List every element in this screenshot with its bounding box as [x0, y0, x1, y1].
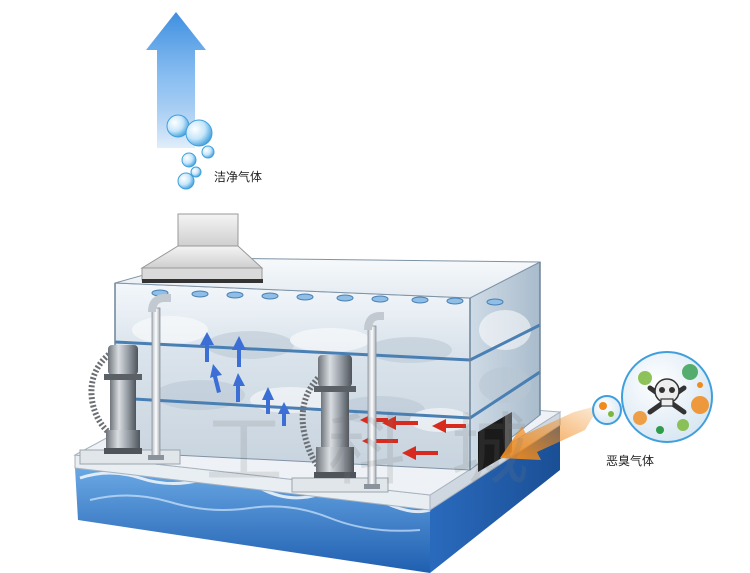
- bubble-icon: [166, 114, 215, 190]
- odor-gas-arrow: [500, 405, 600, 460]
- pump-icon: [291, 355, 389, 493]
- clean-gas-label: 洁净气体: [214, 170, 263, 184]
- skull-crossbones-icon: [647, 378, 687, 415]
- internal-up-arrows: [200, 332, 290, 426]
- odor-gas-label: 恶臭气体: [606, 454, 655, 468]
- pipe-icon: [148, 294, 171, 460]
- bacteria-icon: [592, 351, 713, 443]
- clean-gas-arrow: [146, 12, 206, 148]
- hood-icon: [140, 213, 264, 283]
- pump-icon: [79, 345, 181, 465]
- pipe-icon: [364, 312, 384, 489]
- watermark: 工 科 城: [205, 406, 539, 496]
